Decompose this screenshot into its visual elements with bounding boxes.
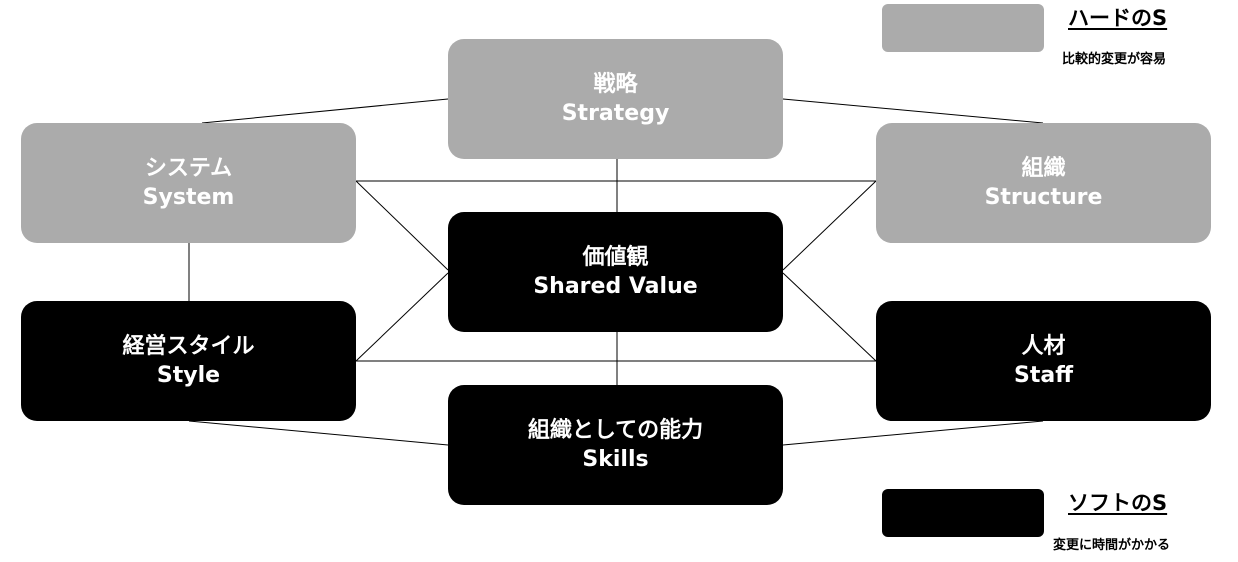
node-system-en: System bbox=[142, 185, 235, 210]
node-strategy-en: Strategy bbox=[561, 101, 670, 126]
node-shared-value-jp: 価値観 bbox=[582, 245, 649, 270]
line-style-skills bbox=[188, 420, 449, 446]
node-style-jp: 経営スタイル bbox=[122, 334, 255, 359]
node-structure-jp: 組織 bbox=[1021, 156, 1066, 181]
node-structure-en: Structure bbox=[984, 185, 1103, 210]
node-skills: 組織としての能力 Skills bbox=[448, 385, 783, 505]
node-staff-jp: 人材 bbox=[1021, 334, 1066, 359]
node-staff-en: Staff bbox=[1013, 363, 1074, 388]
legend-hard-swatch bbox=[882, 4, 1044, 52]
line-system-shared bbox=[355, 180, 449, 271]
line-strategy-structure bbox=[782, 98, 1044, 124]
legend-soft-title: ソフトのS bbox=[1068, 491, 1168, 515]
node-shared-value-en: Shared Value bbox=[533, 274, 698, 299]
node-skills-jp: 組織としての能力 bbox=[527, 418, 704, 443]
legend-hard-title: ハードのS bbox=[1068, 6, 1168, 30]
line-style-shared bbox=[355, 272, 449, 362]
node-shared-value: 価値観 Shared Value bbox=[448, 212, 783, 332]
node-system: システム System bbox=[21, 123, 356, 243]
node-system-jp: システム bbox=[144, 156, 233, 181]
line-structure-shared bbox=[782, 180, 877, 271]
node-staff: 人材 Staff bbox=[876, 301, 1211, 421]
node-skills-en: Skills bbox=[582, 447, 649, 472]
line-staff-shared bbox=[782, 272, 877, 362]
node-style-en: Style bbox=[156, 363, 221, 388]
line-strategy-system bbox=[201, 98, 449, 124]
line-staff-skills bbox=[782, 420, 1044, 446]
node-structure: 組織 Structure bbox=[876, 123, 1211, 243]
node-strategy-jp: 戦略 bbox=[593, 72, 638, 97]
legend-hard-description: 比較的変更が容易 bbox=[1062, 52, 1167, 67]
legend-soft-description: 変更に時間がかかる bbox=[1053, 538, 1171, 553]
node-style: 経営スタイル Style bbox=[21, 301, 356, 421]
legend-soft-swatch bbox=[882, 489, 1044, 537]
node-strategy: 戦略 Strategy bbox=[448, 39, 783, 159]
